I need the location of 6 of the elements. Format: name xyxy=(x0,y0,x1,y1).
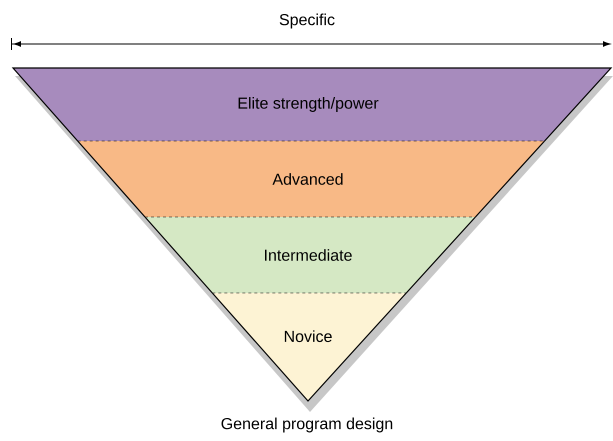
axis-label: Specific xyxy=(280,14,335,28)
pyramid-band: Elite strength/power xyxy=(12,67,612,142)
pyramid-band: Intermediate xyxy=(144,216,476,294)
pyramid-band: Novice xyxy=(212,292,407,402)
pyramid-band: Advanced xyxy=(77,140,546,218)
axis-label: General program design xyxy=(222,418,392,432)
